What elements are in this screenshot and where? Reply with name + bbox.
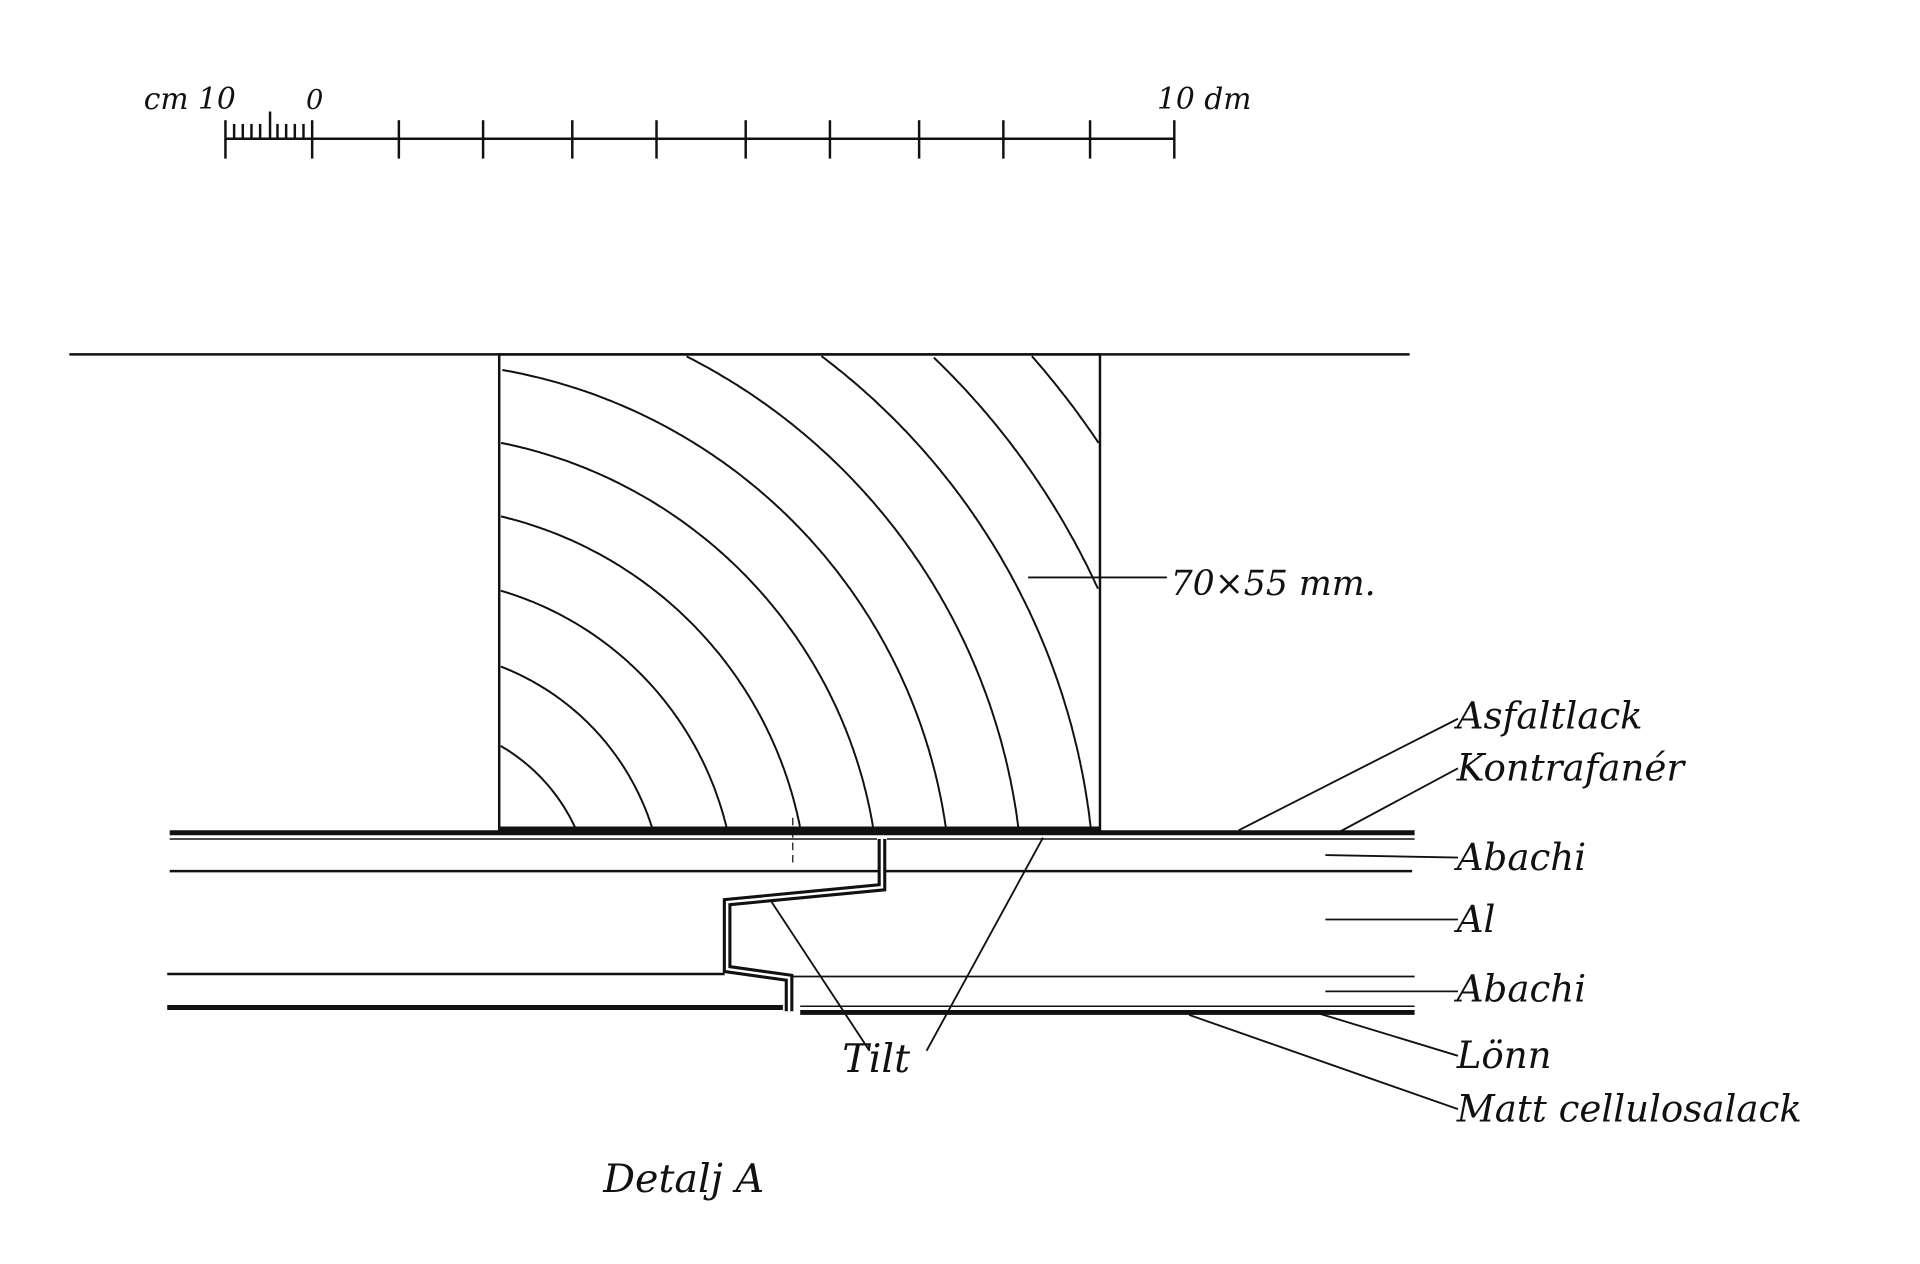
scale-bar: cm 10 0 10 dm	[144, 82, 1251, 159]
grain-line	[500, 441, 875, 830]
caption: Detalj A	[602, 1156, 764, 1202]
label-al: Al	[1454, 898, 1496, 941]
timber-section	[497, 353, 1102, 832]
grain-line	[500, 589, 728, 830]
grain-line	[500, 665, 654, 830]
label-asfaltlack: Asfaltlack	[1454, 695, 1643, 738]
label-matt-cellulosalack: Matt cellulosalack	[1456, 1087, 1802, 1130]
leader-lines	[770, 717, 1459, 1110]
grain-line	[502, 369, 947, 829]
grain-line	[820, 355, 1092, 827]
dimension-label: 70×55 mm.	[1171, 564, 1376, 604]
scale-left-label: cm 10	[144, 82, 236, 117]
label-tilt: Tilt	[842, 1036, 910, 1082]
scale-zero-label: 0	[306, 85, 323, 116]
grain-line	[933, 356, 1099, 590]
label-abachi-bottom: Abachi	[1454, 967, 1586, 1010]
label-abachi-top: Abachi	[1454, 836, 1586, 879]
scale-right-label: 10 dm	[1157, 82, 1251, 117]
label-lonn: Lönn	[1456, 1034, 1552, 1077]
grain-line	[500, 745, 577, 830]
panel-layers	[167, 817, 1415, 1015]
grain-line	[686, 355, 1020, 828]
grain-line	[500, 515, 802, 829]
grain-line	[1031, 355, 1100, 444]
label-kontrafaner: Kontrafanér	[1456, 747, 1687, 790]
